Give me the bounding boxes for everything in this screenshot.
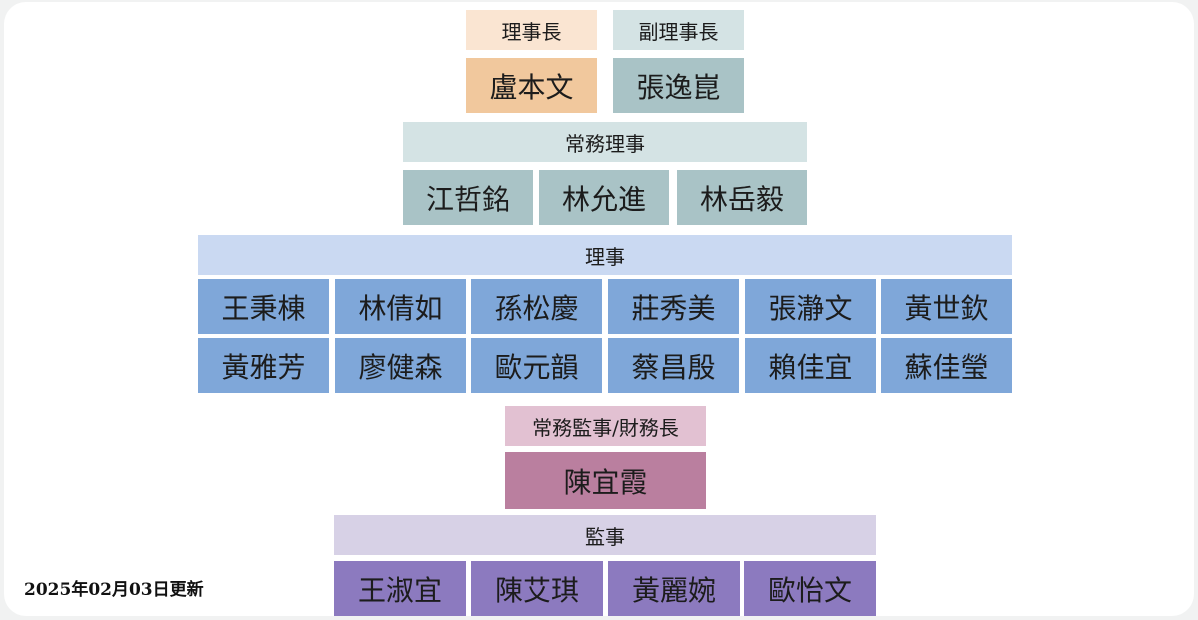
director-name: 張瀞文 (745, 279, 876, 334)
supervisors-title: 監事 (334, 515, 876, 555)
supervisor-name: 黃麗婉 (608, 561, 740, 616)
supervisor-name: 王淑宜 (334, 561, 466, 616)
standing-supervisor-title: 常務監事/財務長 (505, 406, 706, 446)
director-name: 蔡昌殷 (608, 338, 739, 393)
director-name: 孫松慶 (471, 279, 602, 334)
director-name: 莊秀美 (608, 279, 739, 334)
supervisor-name: 陳艾琪 (471, 561, 603, 616)
standing-supervisor-name: 陳宜霞 (505, 452, 706, 509)
director-name: 歐元韻 (471, 338, 602, 393)
chairman-name: 盧本文 (466, 58, 597, 113)
vice-chairman-title: 副理事長 (613, 10, 744, 50)
supervisor-name: 歐怡文 (744, 561, 876, 616)
director-name: 蘇佳瑩 (881, 338, 1012, 393)
director-name: 林倩如 (335, 279, 466, 334)
directors-title: 理事 (198, 235, 1012, 275)
director-name: 王秉棟 (198, 279, 329, 334)
update-date: 2025年02月03日更新 (24, 580, 204, 600)
standing-director-name: 林允進 (539, 170, 669, 225)
director-name: 黃雅芳 (198, 338, 329, 393)
standing-directors-title: 常務理事 (403, 122, 807, 162)
standing-director-name: 江哲銘 (403, 170, 533, 225)
chairman-title: 理事長 (466, 10, 597, 50)
org-chart: 理事長盧本文副理事長張逸崑常務理事江哲銘林允進林岳毅理事王秉棟林倩如孫松慶莊秀美… (4, 2, 1194, 616)
standing-director-name: 林岳毅 (677, 170, 807, 225)
director-name: 廖健森 (335, 338, 466, 393)
vice-chairman-name: 張逸崑 (613, 58, 744, 113)
director-name: 賴佳宜 (745, 338, 876, 393)
director-name: 黃世欽 (881, 279, 1012, 334)
